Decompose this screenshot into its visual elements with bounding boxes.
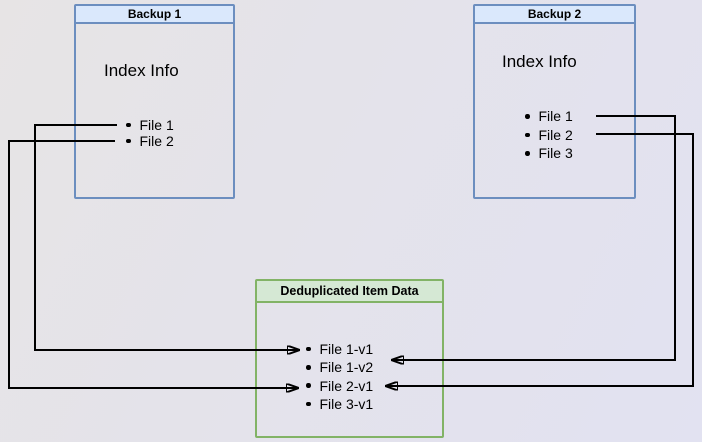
dedup-file-list: File 1-v1 File 1-v2 File 2-v1 File 3-v1 — [306, 340, 373, 413]
bullet-icon — [126, 138, 131, 144]
backup2-file-3-label: File 3 — [538, 145, 573, 162]
backup2-file-1: File 1 — [525, 107, 573, 126]
backup1-subtitle: Index Info — [104, 61, 179, 80]
dedup-file-1v1: File 1-v1 — [306, 340, 373, 358]
bullet-icon — [525, 151, 530, 156]
bullet-icon — [306, 401, 311, 407]
backup1-file-list: File 1 File 2 — [126, 117, 174, 149]
dedup-file-3v1: File 3-v1 — [306, 395, 373, 413]
backup2-file-3: File 3 — [525, 144, 573, 163]
bullet-icon — [525, 132, 530, 137]
backup1-file-2-label: File 2 — [139, 133, 174, 149]
backup2-box: Backup 2 Index Info File 1 File 2 File 3 — [473, 4, 636, 199]
backup1-file-1-label: File 1 — [139, 117, 174, 133]
backup2-file-list: File 1 File 2 File 3 — [525, 107, 573, 163]
backup2-file-1-label: File 1 — [538, 108, 573, 125]
backup2-file-2: File 2 — [525, 126, 573, 145]
bullet-icon — [126, 122, 131, 128]
dedup-file-3v1-label: File 3-v1 — [319, 396, 374, 413]
dedup-file-2v1-label: File 2-v1 — [319, 377, 374, 394]
backup1-file-2: File 2 — [126, 133, 174, 149]
bullet-icon — [306, 365, 311, 370]
dedup-file-1v2-label: File 1-v2 — [319, 359, 374, 376]
backup1-file-1: File 1 — [126, 117, 174, 133]
backup2-subtitle: Index Info — [502, 52, 577, 71]
dedup-box: Deduplicated Item Data File 1-v1 File 1-… — [255, 279, 444, 438]
bullet-icon — [306, 383, 311, 388]
bullet-icon — [525, 114, 530, 119]
bullet-icon — [306, 346, 311, 352]
backup2-file-2-label: File 2 — [538, 126, 573, 143]
backup1-box: Backup 1 Index Info File 1 File 2 — [74, 4, 235, 199]
backup1-title: Backup 1 — [76, 6, 233, 24]
dedup-file-1v1-label: File 1-v1 — [319, 341, 374, 358]
dedup-file-1v2: File 1-v2 — [306, 358, 373, 376]
backup2-title: Backup 2 — [475, 6, 634, 24]
dedup-file-2v1: File 2-v1 — [306, 377, 373, 395]
dedup-title: Deduplicated Item Data — [257, 281, 442, 303]
